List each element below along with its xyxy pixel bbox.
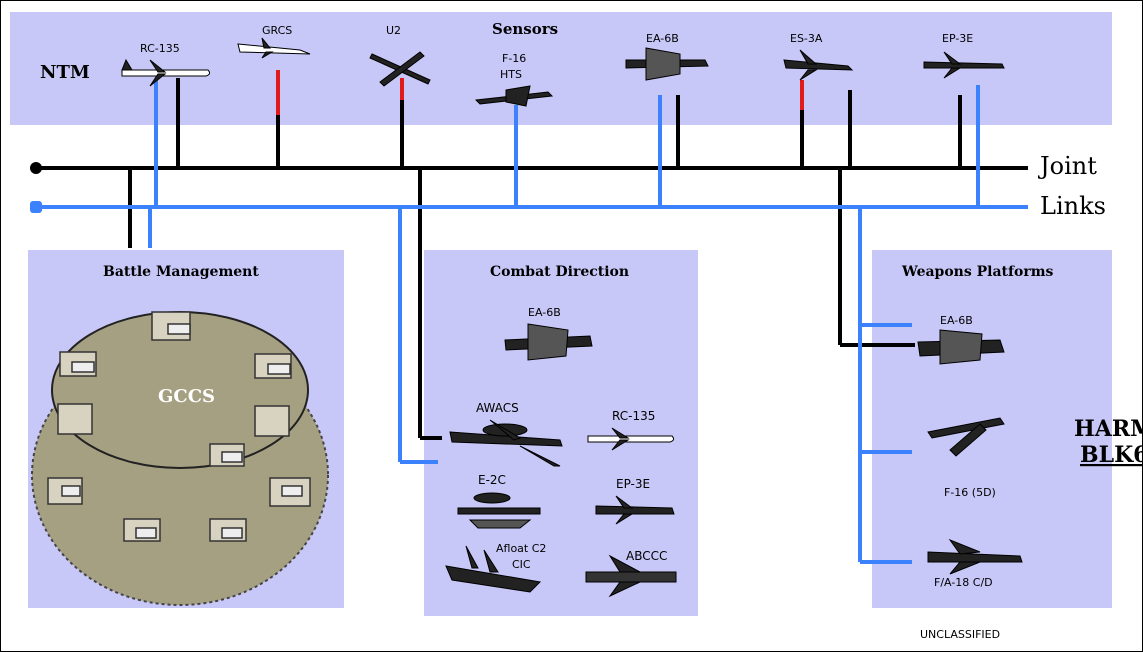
sensors-label: Sensors: [492, 20, 558, 38]
links-label: Links: [1040, 192, 1106, 220]
f16-weapons-icon: [927, 417, 1005, 457]
ep-3e-top-icon: [923, 51, 1005, 79]
links-bus-terminal: [30, 201, 42, 213]
afloat-c2-label-line2: CIC: [512, 558, 531, 571]
f16-hts-label-line2: HTS: [500, 68, 522, 81]
e2c-icon: [457, 492, 541, 529]
ea-6b-combat-icon: [504, 323, 593, 361]
ea-6b-combat-label: EA-6B: [528, 306, 561, 319]
harm-label: HARM: [1074, 416, 1143, 442]
u2-icon: [369, 51, 431, 87]
joint-bus-terminal: [30, 162, 42, 174]
ep-3e-top-label: EP-3E: [942, 32, 973, 45]
red-highlights: [276, 70, 804, 115]
awacs-label: AWACS: [476, 401, 519, 415]
ea-6b-weapons-icon: [917, 329, 1005, 365]
rc-135-icon: [121, 58, 211, 87]
blk6-label: BLK6: [1080, 442, 1143, 468]
weapons-platforms-panel: [872, 250, 1112, 608]
ep-3e-combat-icon: [595, 495, 675, 525]
gccs-sub-boxes: [47, 311, 311, 542]
f16-5d-label: F-16 (5D): [944, 486, 996, 499]
weapons-platforms-title: Weapons Platforms: [901, 264, 1054, 280]
ea-6b-top-icon: [625, 47, 709, 81]
grcs-icon: [237, 37, 311, 59]
f16-hts-icon: [474, 85, 554, 107]
u2-label: U2: [386, 24, 401, 37]
ntm-label: NTM: [40, 62, 90, 83]
ship-icon: [445, 545, 542, 593]
battle-management-title: Battle Management: [103, 264, 259, 280]
es-3a-label: ES-3A: [790, 32, 823, 45]
rc-135-label: RC-135: [140, 42, 180, 55]
ea-6b-weapons-label: EA-6B: [940, 314, 973, 327]
afloat-c2-label-line1: Afloat C2: [496, 542, 546, 555]
classification-label: UNCLASSIFIED: [920, 628, 1000, 641]
grcs-label: GRCS: [262, 24, 292, 37]
ea-6b-top-label: EA-6B: [646, 32, 679, 45]
fa-18-label: F/A-18 C/D: [934, 576, 993, 589]
e2c-label: E-2C: [478, 473, 506, 487]
gccs-label: GCCS: [158, 386, 215, 407]
abccc-label: ABCCC: [626, 549, 667, 563]
combat-direction-title: Combat Direction: [490, 264, 629, 280]
links-bus: [36, 80, 1028, 564]
rc-135-combat-icon: [587, 427, 675, 451]
abccc-icon: [585, 554, 677, 598]
rc-135-combat-label: RC-135: [612, 409, 655, 423]
joint-bus: [36, 78, 1028, 440]
joint-label: Joint: [1037, 152, 1097, 180]
es-3a-icon: [783, 49, 854, 81]
aircraft-icons: [121, 37, 1023, 598]
awacs-icon: [449, 419, 563, 467]
gccs-node: [31, 311, 329, 606]
ep-3e-combat-label: EP-3E: [616, 477, 650, 491]
fa18-icon: [927, 538, 1023, 575]
f16-hts-label-line1: F-16: [502, 52, 526, 65]
